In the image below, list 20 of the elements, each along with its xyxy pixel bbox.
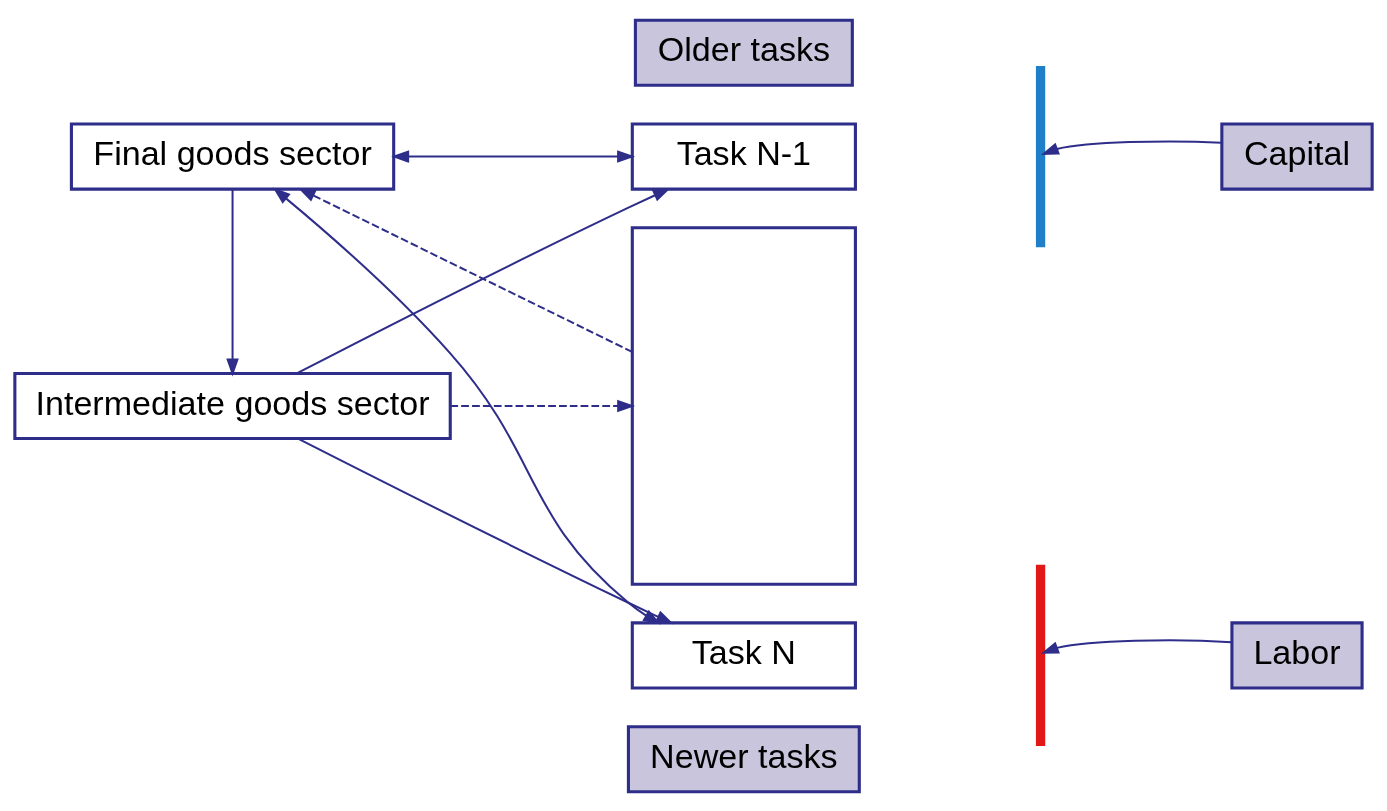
arrow — [1040, 638, 1232, 654]
node-box: Older tasks — [633, 18, 854, 87]
node-box: Labor — [1230, 620, 1364, 690]
node-box — [630, 225, 857, 586]
arrow — [450, 399, 636, 412]
node-box: Task N — [630, 620, 857, 690]
node-box: Capital — [1220, 121, 1374, 191]
arrow — [391, 149, 636, 163]
arrow — [297, 437, 674, 624]
node-box: Task N-1 — [630, 121, 857, 191]
node-box: Final goods sector — [69, 121, 396, 191]
arrow — [297, 187, 633, 353]
node-brace — [1035, 65, 1046, 247]
arrow — [296, 187, 671, 374]
node-box: Intermediate goods sector — [13, 371, 452, 440]
arrow — [1040, 139, 1222, 155]
arrow — [226, 188, 239, 376]
node-brace — [1035, 564, 1046, 746]
arrow — [272, 186, 662, 624]
node-box: Newer tasks — [626, 724, 861, 793]
